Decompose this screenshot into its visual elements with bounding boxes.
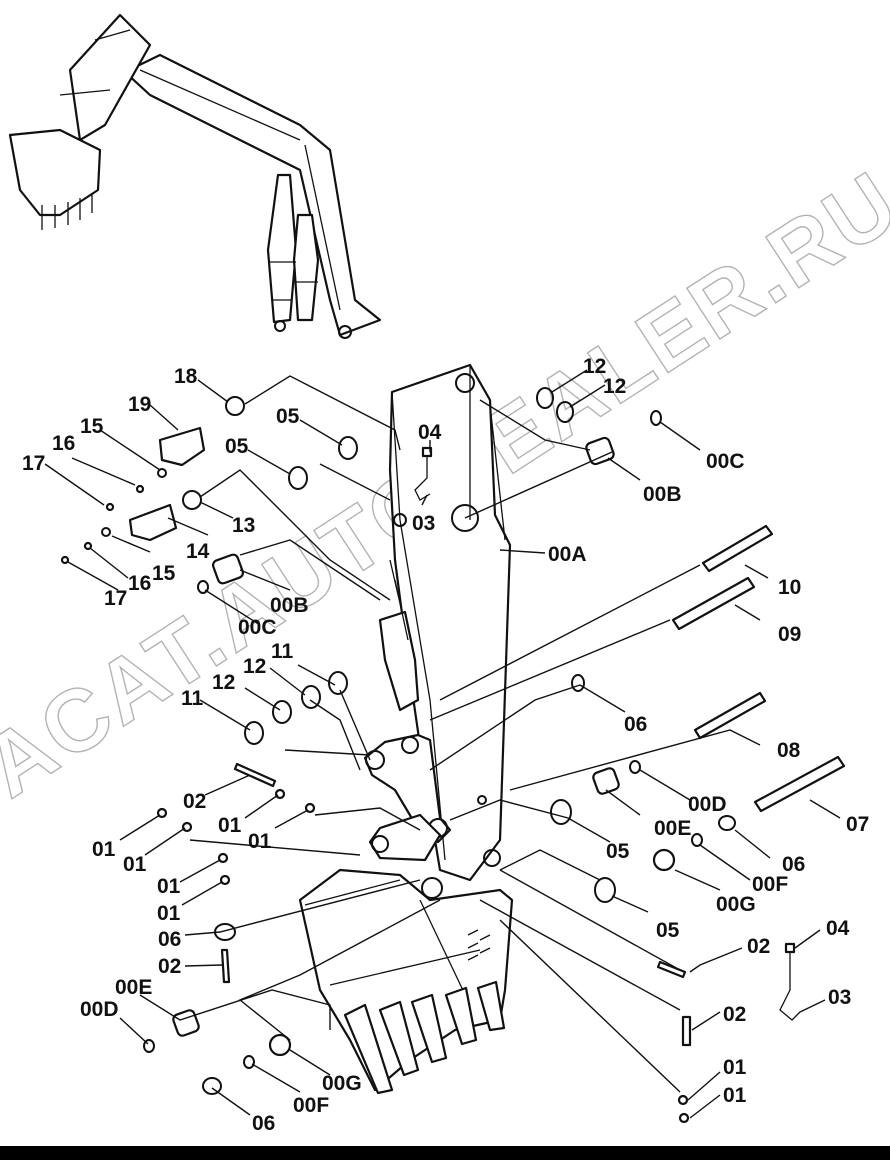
part-label: 00C [706, 450, 745, 473]
part-label: 17 [104, 587, 127, 610]
part-label: 00B [270, 594, 309, 617]
part-label: 04 [826, 917, 850, 940]
loose-parts [60, 387, 846, 1124]
part-label: 01 [218, 814, 242, 837]
part-label: 06 [782, 853, 805, 876]
part-label: 11 [181, 687, 204, 710]
part-label: 01 [248, 830, 272, 853]
part-label: 19 [128, 393, 151, 416]
part-label: 02 [723, 1003, 746, 1026]
part-label: 00G [322, 1072, 362, 1095]
bottom-border [0, 1146, 890, 1160]
part-label: 05 [225, 435, 249, 458]
part-label: 01 [123, 853, 147, 876]
part-label: 00A [548, 543, 587, 566]
part-label: 00C [238, 616, 277, 639]
part-label: 05 [656, 919, 680, 942]
part-label: 05 [606, 840, 630, 863]
part-label: 12 [212, 671, 235, 694]
part-label: 14 [186, 540, 210, 563]
part-label: 00E [115, 976, 152, 999]
part-label: 06 [158, 928, 181, 951]
part-label: 00D [80, 998, 119, 1021]
part-label: 00B [643, 483, 682, 506]
part-label: 01 [92, 838, 116, 861]
part-label: 11 [271, 640, 294, 663]
part-label: 02 [183, 790, 206, 813]
part-label: 16 [128, 572, 151, 595]
part-label: 00G [716, 893, 756, 916]
part-label: 08 [777, 739, 801, 762]
part-label: 02 [747, 935, 770, 958]
part-label: 01 [723, 1056, 747, 1079]
leader-lines [44, 369, 841, 1119]
part-label: 18 [174, 365, 198, 388]
part-label: 13 [232, 514, 255, 537]
part-label: 07 [846, 813, 869, 836]
part-label: 00E [654, 817, 691, 840]
part-label: 06 [252, 1112, 275, 1135]
part-label: 01 [157, 875, 181, 898]
part-label: 10 [778, 576, 801, 599]
part-label: 15 [152, 562, 176, 585]
part-label: 03 [412, 512, 435, 535]
part-label: 02 [158, 955, 181, 978]
part-label: 00F [752, 873, 788, 896]
part-label: 01 [723, 1084, 747, 1107]
machine-overview [8, 13, 382, 339]
part-label: 01 [157, 902, 181, 925]
part-label: 12 [603, 375, 626, 398]
part-label: 00F [293, 1094, 329, 1117]
part-label: 03 [828, 986, 851, 1009]
part-label: 12 [583, 355, 606, 378]
part-labels: 18 19 15 16 17 05 05 12 12 04 03 00C 00B… [22, 355, 869, 1135]
part-label: 04 [418, 421, 442, 444]
part-label: 06 [624, 713, 647, 736]
part-label: 17 [22, 452, 45, 475]
part-label: 15 [80, 415, 104, 438]
arm-assembly [298, 363, 514, 1095]
part-label: 00D [688, 793, 727, 816]
part-label: 12 [243, 655, 266, 678]
part-label: 16 [52, 432, 75, 455]
part-label: 09 [778, 623, 801, 646]
part-label: 05 [276, 405, 300, 428]
